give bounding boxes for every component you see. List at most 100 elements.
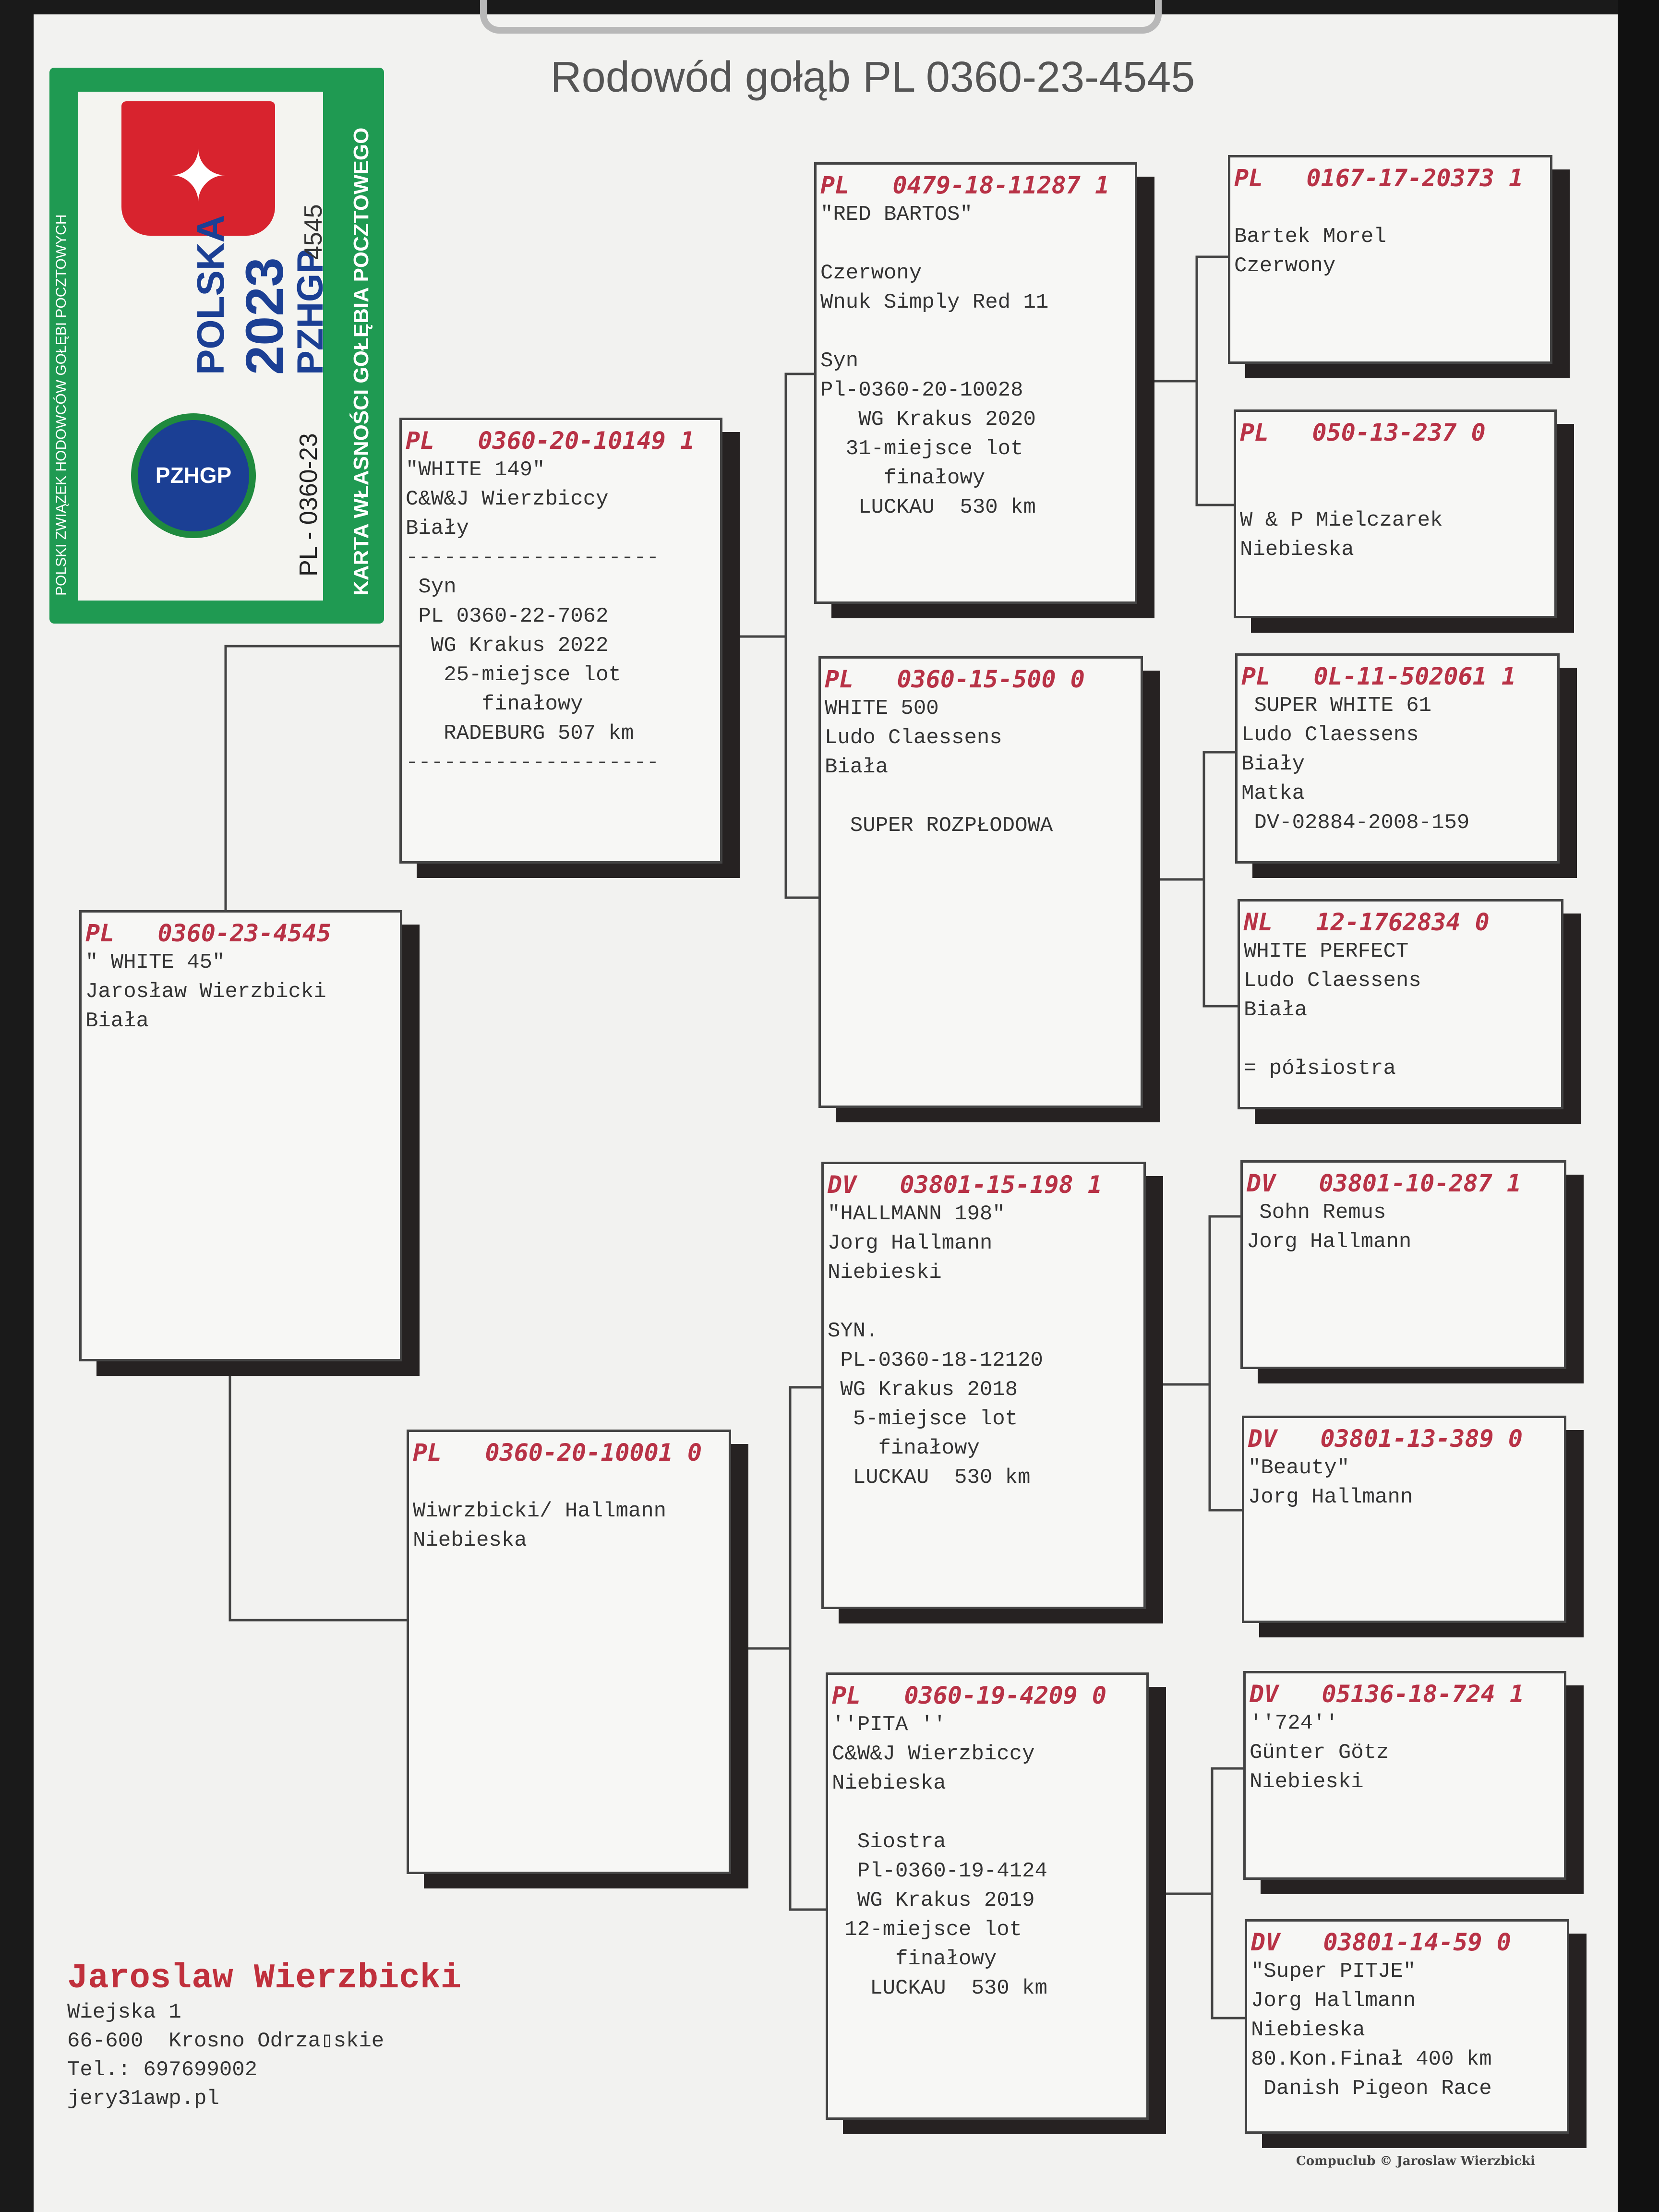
pigeon-detail-line: 80.Kon.Finał 400 km [1251, 2047, 1492, 2071]
pigeon-detail-line: ''724'' [1250, 1711, 1338, 1735]
ring-number: PL 0L-11-502061 1 [1241, 662, 1516, 690]
pigeon-detail-line: Niebieski [1250, 1770, 1364, 1794]
ring-number: PL 0360-20-10149 1 [406, 427, 695, 455]
pigeon-detail-line: Bartek Morel [1234, 225, 1386, 249]
pigeon-detail-line [1240, 477, 1551, 506]
pigeon-box-subject: PL 0360-23-4545" WHITE 45"Jarosław Wierz… [79, 910, 402, 1361]
breeder-phone: Tel.: 697699002 [67, 2058, 258, 2082]
connector-dam-bracket [789, 1386, 826, 1911]
pigeon-detail-line [828, 1287, 1140, 1317]
pigeon-detail-line: -------------------- [406, 751, 660, 775]
pigeon-detail-line [413, 1467, 725, 1497]
ring-number: PL 050-13-237 0 [1240, 419, 1486, 446]
pigeon-detail-line: "Super PITJE" [1251, 1960, 1416, 1984]
pigeon-box-dam-sire: DV 03801-15-198 1"HALLMANN 198"Jorg Hall… [821, 1162, 1146, 1609]
pigeon-detail-line: LUCKAU 530 km [820, 495, 1036, 519]
ownership-card: POLSKI ZWIĄZEK HODOWCÓW GOŁĘBI POCZTOWYC… [49, 68, 384, 624]
pigeon-detail-line: SUPER ROZPŁODOWA [825, 814, 1053, 838]
ring-number: PL 0167-17-20373 1 [1234, 164, 1524, 192]
pigeon-detail-line: WG Krakus 2018 [828, 1378, 1018, 1402]
pigeon-detail-line: Biały [406, 517, 469, 541]
pigeon-detail-line: Jorg Hallmann [1248, 1485, 1413, 1509]
pigeon-detail-line: WHITE PERFECT [1244, 939, 1409, 963]
pigeon-detail-line: Pl-0360-20-10028 [820, 378, 1023, 402]
ring-number: PL 0360-23-4545 [85, 919, 331, 947]
pigeon-detail-line: Siostra [832, 1830, 946, 1854]
pigeon-detail-line: Jorg Hallmann [1247, 1230, 1412, 1254]
pigeon-detail-line: Danish Pigeon Race [1251, 2077, 1492, 2101]
pigeon-detail-line: Biały [1241, 752, 1305, 776]
pigeon-detail-line: Czerwony [1234, 254, 1336, 278]
pigeon-detail-line: WHITE 500 [825, 697, 939, 721]
pigeon-box-sire: PL 0360-20-10149 1 "WHITE 149" C&W&J Wierz… [399, 418, 722, 864]
pigeon-detail-line: finałowy [820, 466, 986, 490]
pigeon-detail-line: Wnuk Simply Red 11 [820, 290, 1049, 314]
ring-number: PL 0360-15-500 0 [825, 665, 1085, 693]
pigeon-detail-line [825, 782, 1137, 811]
pigeon-detail-line: Biała [1244, 998, 1308, 1022]
pigeon-detail-line: Pl-0360-19-4124 [832, 1859, 1047, 1883]
pigeon-detail-line: Niebieska [1240, 538, 1354, 562]
pigeon-detail-line: finałowy [832, 1947, 997, 1971]
ring-number: DV 05136-18-724 1 [1250, 1680, 1524, 1708]
pigeon-detail-line: "RED BARTOS" [820, 203, 973, 227]
ring-number: DV 03801-13-389 0 [1248, 1425, 1523, 1453]
connector-g2a-bracket [1195, 255, 1234, 506]
pigeon-detail-line: Matka [1241, 781, 1305, 805]
pigeon-detail-line: LUCKAU 530 km [828, 1466, 1031, 1490]
pigeon-detail-line: "WHITE 149" [406, 458, 545, 482]
pigeon-detail-line [820, 229, 1131, 259]
pigeon-detail-line: "HALLMANN 198" [828, 1202, 1005, 1226]
connector-sire-bracket [784, 373, 818, 899]
pigeon-detail-line: 25-miejsce lot [406, 663, 621, 687]
ring-number: PL 0360-19-4209 0 [832, 1682, 1106, 1709]
pigeon-detail-line: finałowy [406, 692, 583, 716]
pigeon-detail-line: Niebieska [1251, 2018, 1365, 2042]
pigeon-box-ds-dam: DV 03801-13-389 0"Beauty"Jorg Hallmann [1242, 1416, 1566, 1623]
pigeon-detail-line [832, 1798, 1142, 1827]
pigeon-detail-line: Jorg Hallmann [1251, 1989, 1416, 2013]
pigeon-detail-line: RADEBURG 507 km [406, 721, 634, 745]
pigeon-detail-line: PL-0360-18-12120 [828, 1348, 1043, 1372]
pigeon-detail-line: SUPER WHITE 61 [1241, 694, 1432, 718]
pigeon-detail-line: Sohn Remus [1247, 1201, 1386, 1225]
breeder-city: 66-600 Krosno Odrza▯skie [67, 2029, 385, 2053]
breeder-email[interactable]: jery31awp.pl [67, 2087, 219, 2111]
pigeon-detail-line: 5-miejsce lot [828, 1407, 1018, 1431]
ring-number: DV 03801-14-59 0 [1251, 1928, 1511, 1956]
pigeon-detail-line: Wiwrzbicki/ Hallmann [413, 1499, 667, 1523]
software-credit: Compuclub © Jaroslaw Wierzbicki [1296, 2154, 1535, 2168]
eagle-emblem-icon: ✦ [121, 101, 275, 236]
pigeon-detail-line [1234, 193, 1546, 222]
pigeon-detail-line: ''PITA '' [832, 1713, 946, 1737]
pigeon-detail-line: LUCKAU 530 km [832, 1976, 1047, 2000]
pigeon-detail-line: finałowy [828, 1436, 980, 1460]
clipboard-clip [480, 0, 1162, 34]
breeder-info: Jaroslaw Wierzbicki Wiejska 1 66-600 Kro… [67, 1959, 461, 2113]
connector-subject-dam [228, 1362, 407, 1622]
pigeon-detail-line: WG Krakus 2022 [406, 634, 609, 658]
pigeon-detail-line: W & P Mielczarek [1240, 508, 1443, 532]
pigeon-detail-line: Syn [406, 575, 457, 599]
ring-number: PL 0360-20-10001 0 [413, 1439, 702, 1467]
breeder-name: Jaroslaw Wierzbicki [67, 1959, 461, 1998]
ring-number: DV 03801-15-198 1 [828, 1171, 1102, 1199]
clipboard-edge [1618, 0, 1659, 2212]
pigeon-detail-line: Ludo Claessens [825, 726, 1002, 750]
pigeon-detail-line: C&W&J Wierzbiccy [406, 487, 609, 511]
connector-subject-sire [224, 645, 399, 910]
pigeon-detail-line: Biała [825, 755, 889, 779]
pigeon-detail-line: 31-miejsce lot [820, 437, 1023, 461]
pigeon-detail-line: -------------------- [406, 546, 660, 570]
pigeon-detail-line: Biała [85, 1009, 149, 1033]
pigeon-detail-line: Jarosław Wierzbicki [85, 980, 326, 1004]
